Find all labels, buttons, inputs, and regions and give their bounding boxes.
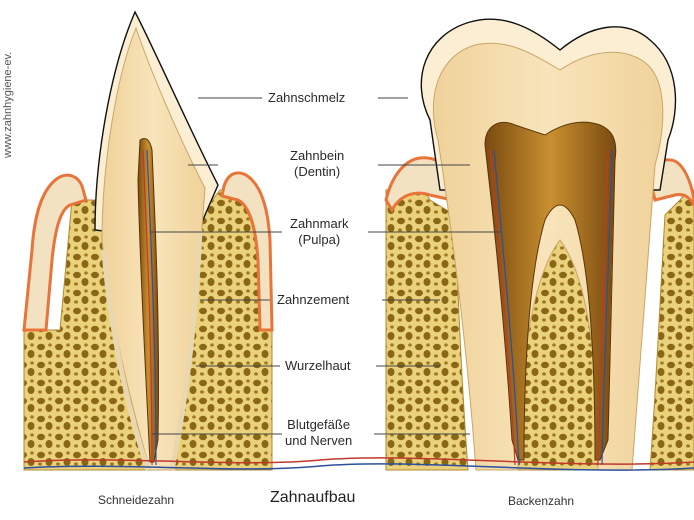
molar-bone-right xyxy=(650,190,694,470)
label-blut-line1: Blutgefäße xyxy=(285,417,352,433)
label-zahnmark-line1: Zahnmark xyxy=(290,216,349,232)
caption-schneidezahn: Schneidezahn xyxy=(98,493,174,507)
caption-backenzahn: Backenzahn xyxy=(508,494,574,508)
label-blut-line2: und Nerven xyxy=(285,433,352,449)
label-zahnmark-line2: (Pulpa) xyxy=(290,232,349,248)
label-zahnschmelz: Zahnschmelz xyxy=(266,90,347,106)
label-wurzelhaut: Wurzelhaut xyxy=(283,358,353,374)
label-zahnmark: Zahnmark (Pulpa) xyxy=(288,216,351,248)
molar-group xyxy=(386,19,694,470)
label-zahnbein-line1: Zahnbein xyxy=(290,148,344,164)
incisor-group xyxy=(24,12,272,470)
label-zahnzement: Zahnzement xyxy=(275,292,351,308)
label-zahnbein: Zahnbein (Dentin) xyxy=(288,148,346,180)
watermark: www.zahnhygiene-ev. xyxy=(2,8,18,158)
label-blutgefaesse: Blutgefäße und Nerven xyxy=(283,417,354,449)
label-zahnbein-line2: (Dentin) xyxy=(290,164,344,180)
diagram-title: Zahnaufbau xyxy=(270,489,355,507)
